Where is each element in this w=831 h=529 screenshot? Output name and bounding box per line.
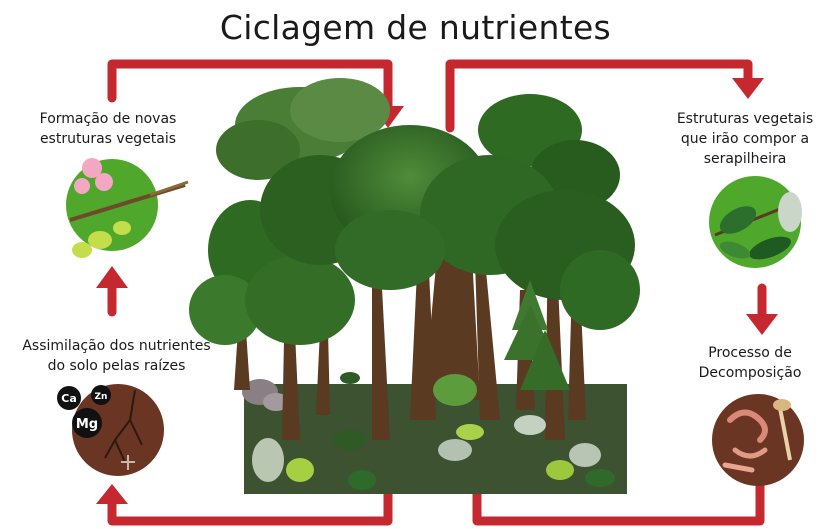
arrowhead-up [96, 266, 128, 288]
diagram-title: Ciclagem de nutrientes [219, 8, 612, 47]
label-line: Formação de novas [39, 111, 177, 127]
soil-roots-icon [72, 384, 164, 476]
label-root-assimilation: Assimilação dos nutrientes do solo pelas… [4, 336, 229, 376]
zn-label: Zn [95, 392, 108, 402]
label-line: Assimilação dos nutrientes [22, 338, 211, 354]
flower-branch-icon [66, 158, 189, 258]
label-line: Estruturas vegetais [676, 111, 814, 127]
label-line: Processo de [708, 345, 792, 361]
label-line: serapilheira [703, 151, 787, 167]
rocks-icon [242, 379, 289, 411]
mg-badge [72, 408, 102, 438]
label-litter-structures: Estruturas vegetais que irão compor a se… [660, 109, 830, 169]
ca-label: Ca [61, 392, 77, 405]
arrow-bottom-center [107, 465, 393, 526]
mg-label: Mg [76, 417, 98, 432]
arrowhead-down [746, 314, 778, 335]
cycle-arrows [107, 59, 767, 526]
forest-canopy [189, 78, 640, 390]
label-line: estruturas vegetais [39, 131, 177, 147]
arrow-top-left [107, 59, 393, 113]
label-line: Decomposição [698, 365, 802, 381]
label-new-plant-structures: Formação de novas estruturas vegetais [18, 109, 198, 149]
zn-badge [91, 385, 111, 405]
arrowhead-up [96, 484, 128, 504]
label-decomposition: Processo de Decomposição [670, 343, 830, 383]
ca-badge [57, 386, 81, 410]
arrow-top-right [445, 59, 753, 133]
arrowhead-down [732, 78, 764, 99]
leaves-icon [709, 176, 802, 268]
understory-plants [252, 372, 615, 490]
label-line: que irão compor a [680, 131, 810, 147]
label-line: do solo pelas raízes [47, 358, 186, 374]
nutrient-badges: Ca Zn Mg [57, 385, 111, 438]
arrow-bottom-right [472, 471, 765, 526]
decomposition-icon [712, 394, 804, 486]
